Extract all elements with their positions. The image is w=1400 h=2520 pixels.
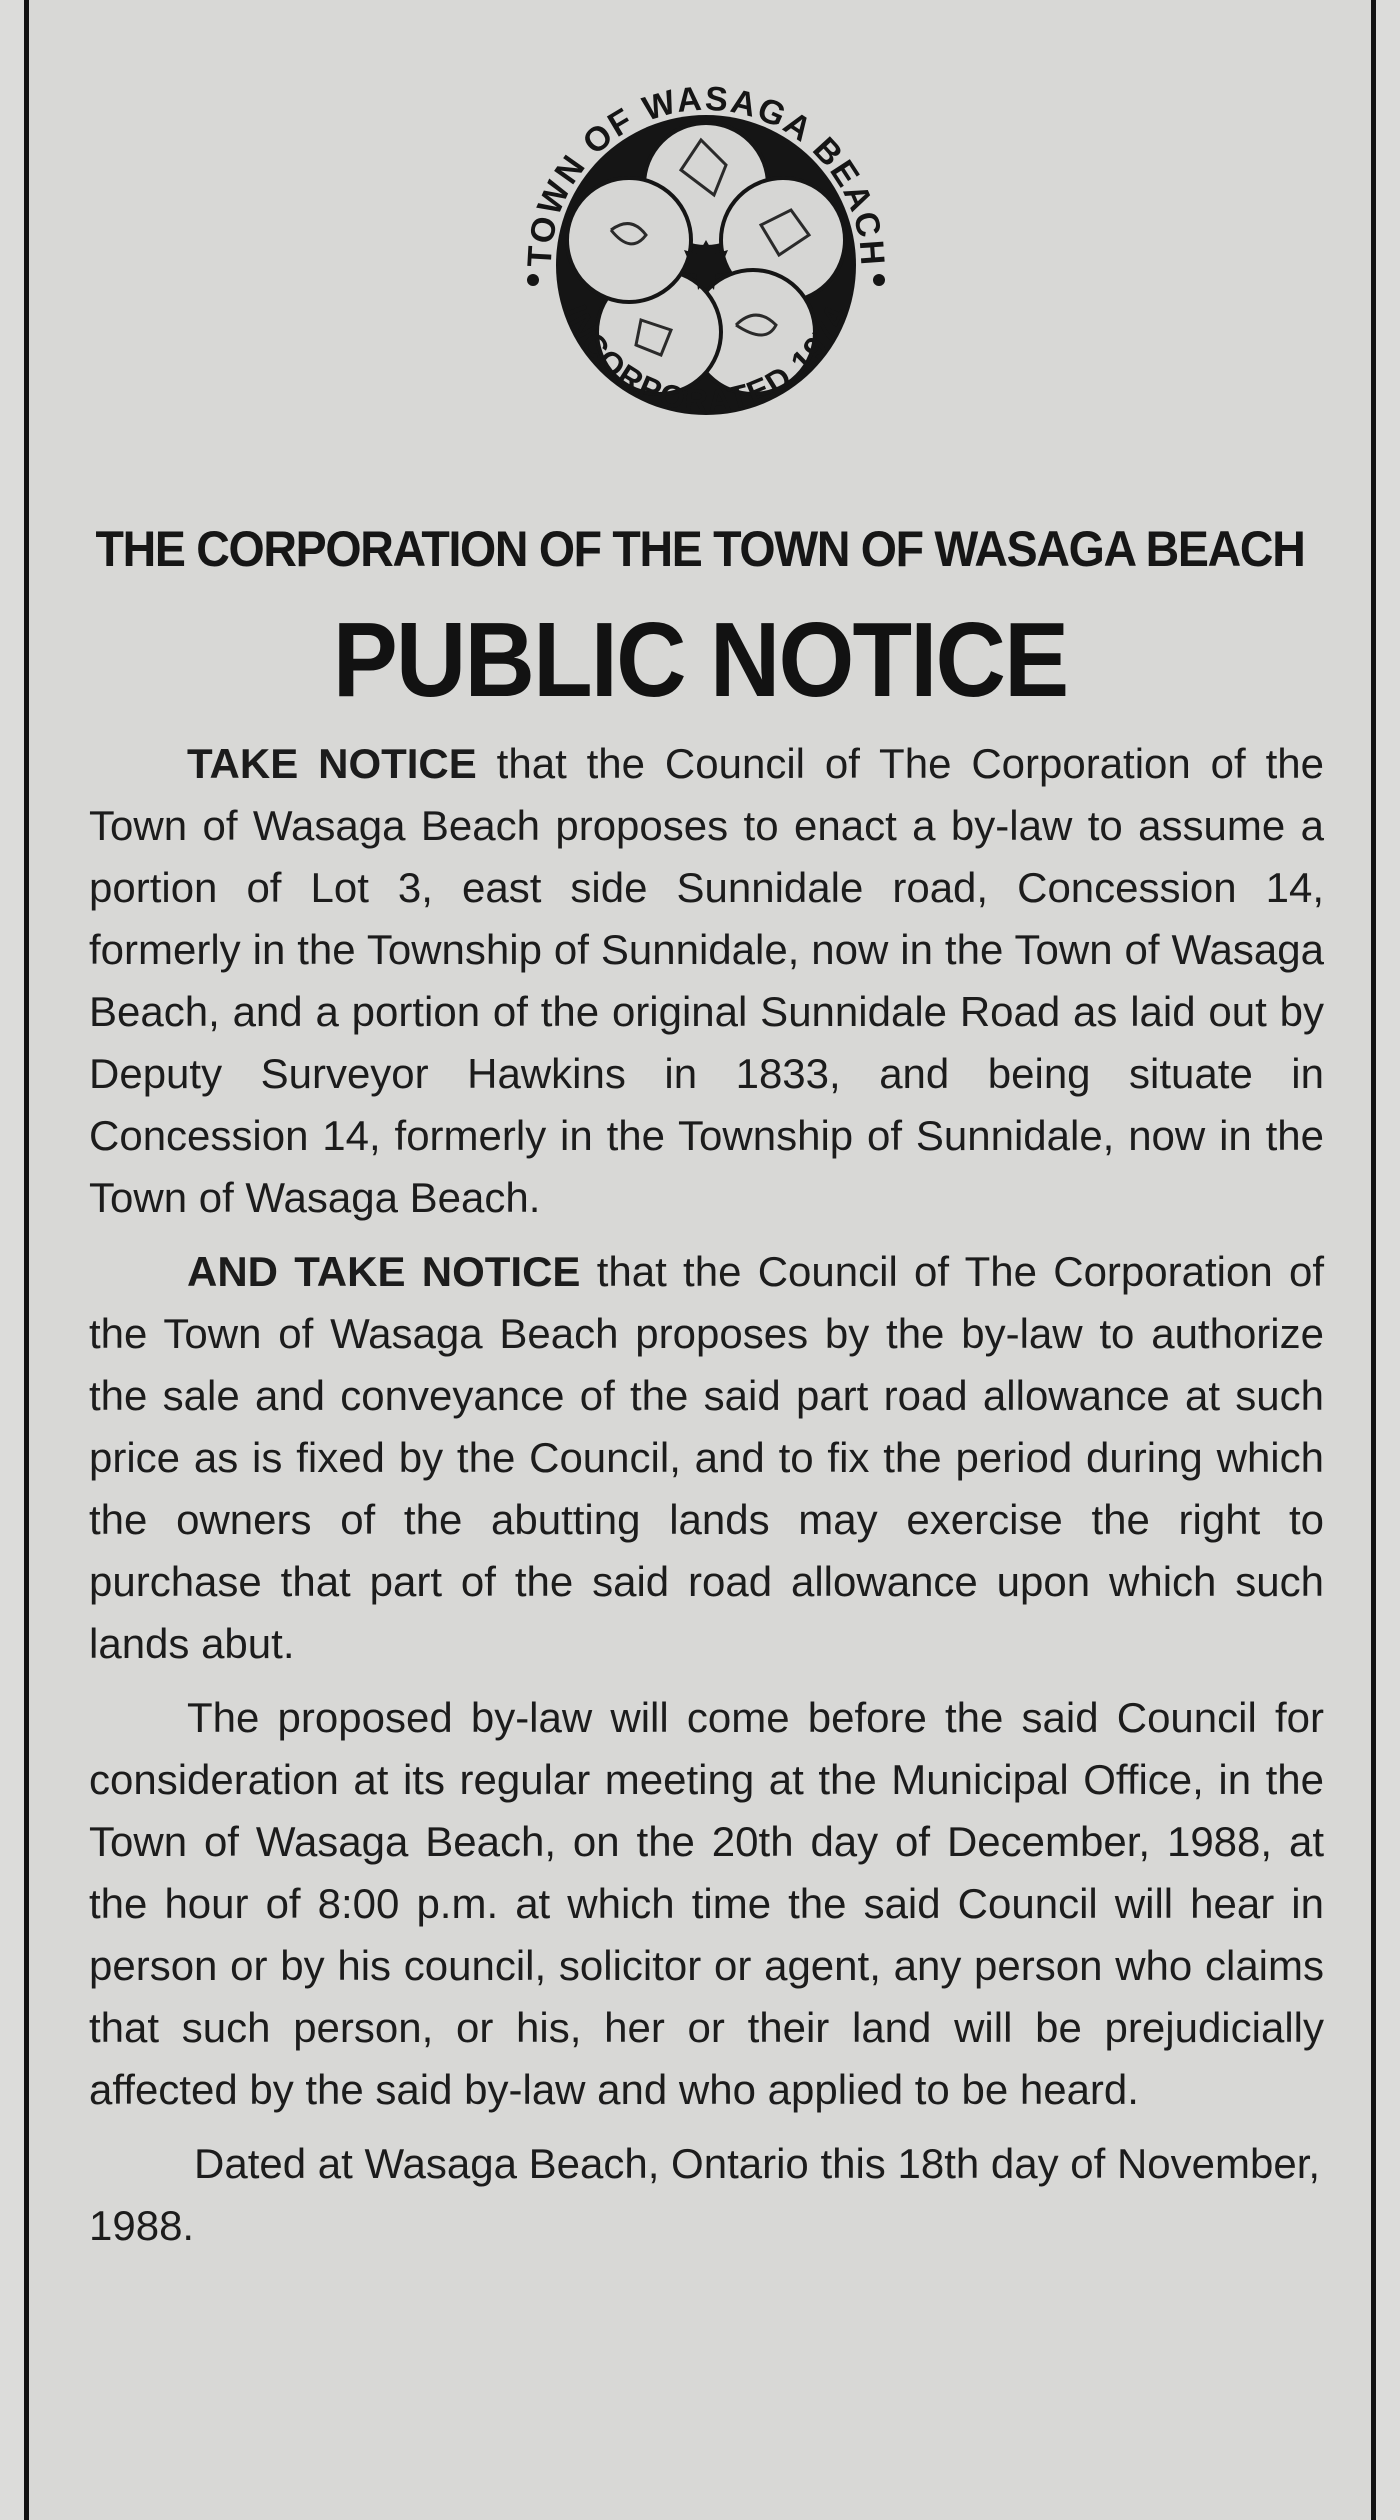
- paragraph-text: that the Council of The Corporation of t…: [89, 740, 1324, 1221]
- paragraph-text: that the Council of The Corporation of t…: [89, 1248, 1324, 1667]
- paragraph-take-notice: TAKE NOTICE that the Council of The Corp…: [89, 733, 1324, 1229]
- paragraph-lead: TAKE NOTICE: [187, 740, 477, 787]
- notice-body: TAKE NOTICE that the Council of The Corp…: [89, 733, 1324, 2257]
- notice-title: PUBLIC NOTICE: [332, 601, 1069, 719]
- dated-line: Dated at Wasaga Beach, Ontario this 18th…: [89, 2140, 1321, 2249]
- town-seal-logo: TOWN OF WASAGA BEACH INCORPORATED 1974: [521, 80, 890, 419]
- paragraph-meeting: The proposed by-law will come before the…: [89, 1694, 1324, 2113]
- paragraph-and-take-notice: AND TAKE NOTICE that the Council of The …: [89, 1241, 1324, 1675]
- paragraph-lead: AND TAKE NOTICE: [187, 1248, 581, 1295]
- public-notice: TOWN OF WASAGA BEACH INCORPORATED 1974 T…: [24, 0, 1376, 2520]
- corporation-heading: THE CORPORATION OF THE TOWN OF WASAGA BE…: [95, 521, 1306, 577]
